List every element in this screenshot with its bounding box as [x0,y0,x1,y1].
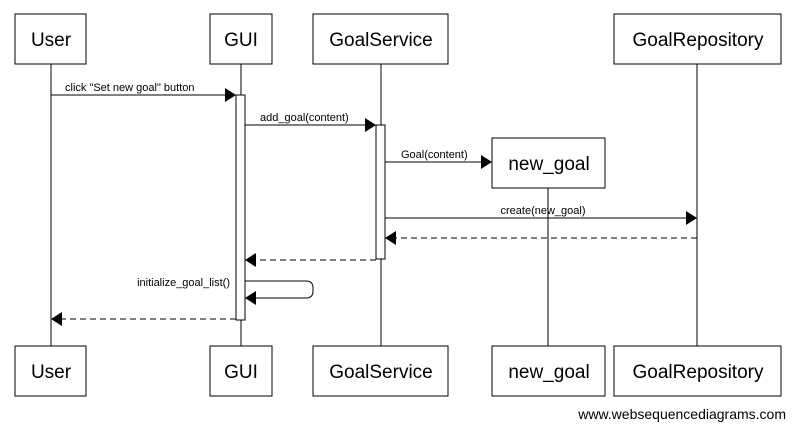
participant-new-goal-bottom: new_goal [491,345,606,397]
message-label: Goal(content) [401,149,468,161]
return-create [385,231,697,245]
message-goal-constructor: Goal(content) [385,149,492,169]
message-label: add_goal(content) [260,112,349,124]
participant-new-goal-created: new_goal [491,137,606,189]
participant-goal-repository-bottom: GoalRepository [613,345,782,397]
activation-gui [235,94,246,321]
message-click-button: click "Set new goal" button [51,82,236,102]
participant-user-bottom: User [14,345,87,397]
message-create: create(new_goal) [385,205,697,225]
participant-gui-top: GUI [209,13,273,65]
footer-watermark: www.websequencediagrams.com [577,406,786,422]
participant-label: GUI [224,30,258,51]
activation-goal-service [375,124,386,260]
participant-label: new_goal [508,154,589,175]
participant-label: GoalRepository [633,30,764,51]
participant-label: GoalService [329,30,433,51]
message-add-goal: add_goal(content) [245,112,376,132]
participant-label: User [31,30,72,51]
participant-gui-bottom: GUI [209,345,273,397]
participant-label: GUI [224,362,258,383]
participant-label: new_goal [508,362,589,383]
message-initialize-goal-list: initialize_goal_list() [137,277,314,305]
participant-label: GoalRepository [633,362,764,383]
participant-goal-service-bottom: GoalService [312,345,449,397]
participant-label: User [31,362,72,383]
message-label: initialize_goal_list() [137,277,230,289]
return-add-goal [245,253,376,267]
participant-goal-service-top: GoalService [312,13,449,65]
message-label: click "Set new goal" button [65,82,195,94]
message-label: create(new_goal) [501,205,586,217]
participant-goal-repository-top: GoalRepository [613,13,782,65]
return-to-user [51,312,236,326]
participant-label: GoalService [329,362,433,383]
participant-user-top: User [14,13,87,65]
